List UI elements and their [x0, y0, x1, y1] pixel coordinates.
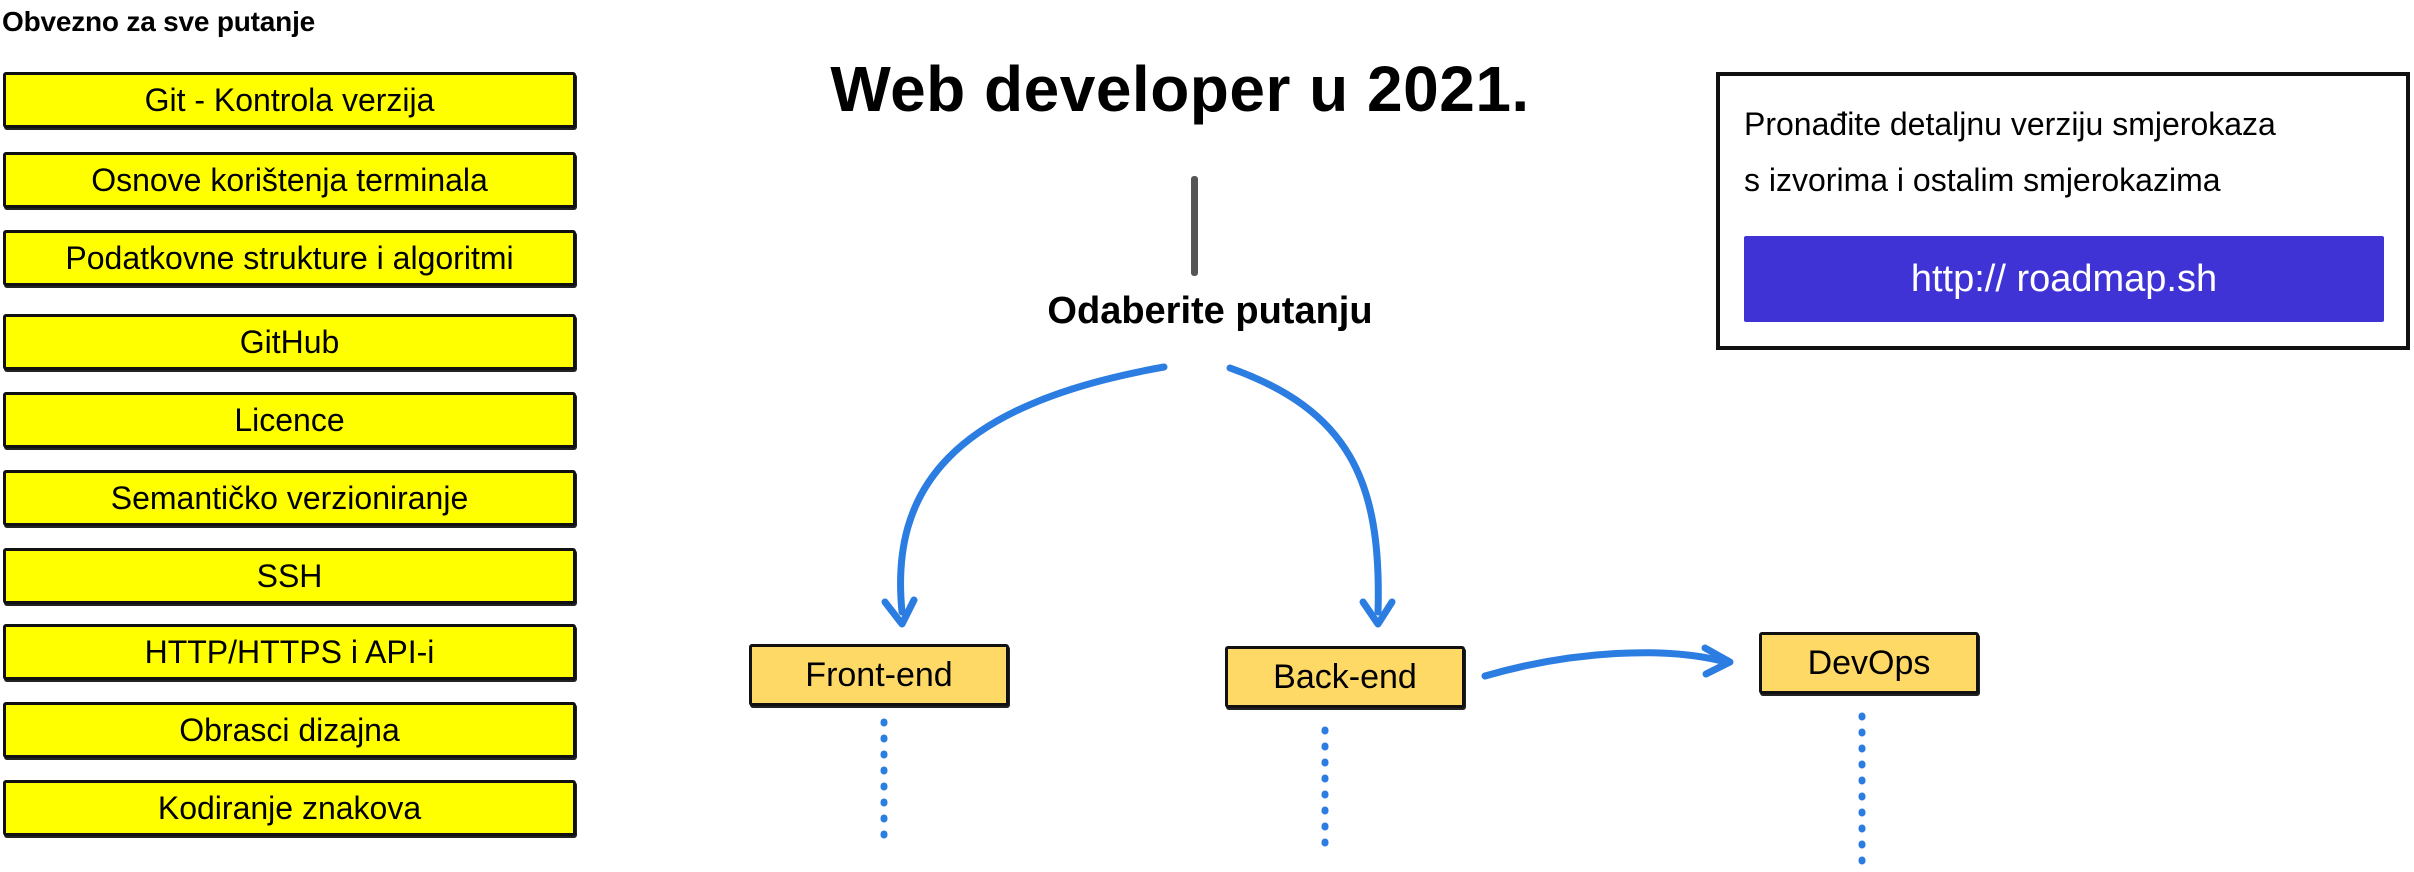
topic-terminal[interactable]: Osnove korištenja terminala: [3, 152, 576, 208]
topic-git[interactable]: Git - Kontrola verzija: [3, 72, 576, 128]
info-line-2: s izvorima i ostalim smjerokazima: [1744, 162, 2221, 198]
arrowhead-frontend: [881, 596, 918, 628]
topic-character-encoding[interactable]: Kodiranje znakova: [3, 780, 576, 836]
path-node-backend[interactable]: Back-end: [1225, 646, 1465, 708]
arrow-to-backend: [1226, 364, 1382, 616]
roadmap-link-button[interactable]: http:// roadmap.sh: [1744, 236, 2384, 322]
topic-data-structures[interactable]: Podatkovne strukture i algoritmi: [3, 230, 576, 286]
sidebar-heading: Obvezno za sve putanje: [2, 6, 316, 37]
title-connector-line: [1191, 176, 1198, 276]
arrowhead-devops: [1701, 644, 1734, 678]
topic-design-patterns[interactable]: Obrasci dizajna: [3, 702, 576, 758]
choose-path-label: Odaberite putanju: [1047, 290, 1373, 332]
arrowhead-backend: [1359, 598, 1396, 628]
path-node-devops[interactable]: DevOps: [1759, 632, 1979, 694]
info-line-1: Pronađite detaljnu verziju smjerokaza: [1744, 106, 2276, 142]
topic-http-apis[interactable]: HTTP/HTTPS i API-i: [3, 624, 576, 680]
info-box: Pronađite detaljnu verziju smjerokaza s …: [1716, 72, 2410, 350]
topic-ssh[interactable]: SSH: [3, 548, 576, 604]
arrow-to-frontend: [897, 363, 1168, 616]
topic-github[interactable]: GitHub: [3, 314, 576, 370]
topic-semver[interactable]: Semantičko verzioniranje: [3, 470, 576, 526]
topic-licences[interactable]: Licence: [3, 392, 576, 448]
main-title: Web developer u 2021.: [830, 53, 1530, 125]
arrow-to-devops: [1481, 649, 1726, 680]
path-node-frontend[interactable]: Front-end: [749, 644, 1009, 706]
